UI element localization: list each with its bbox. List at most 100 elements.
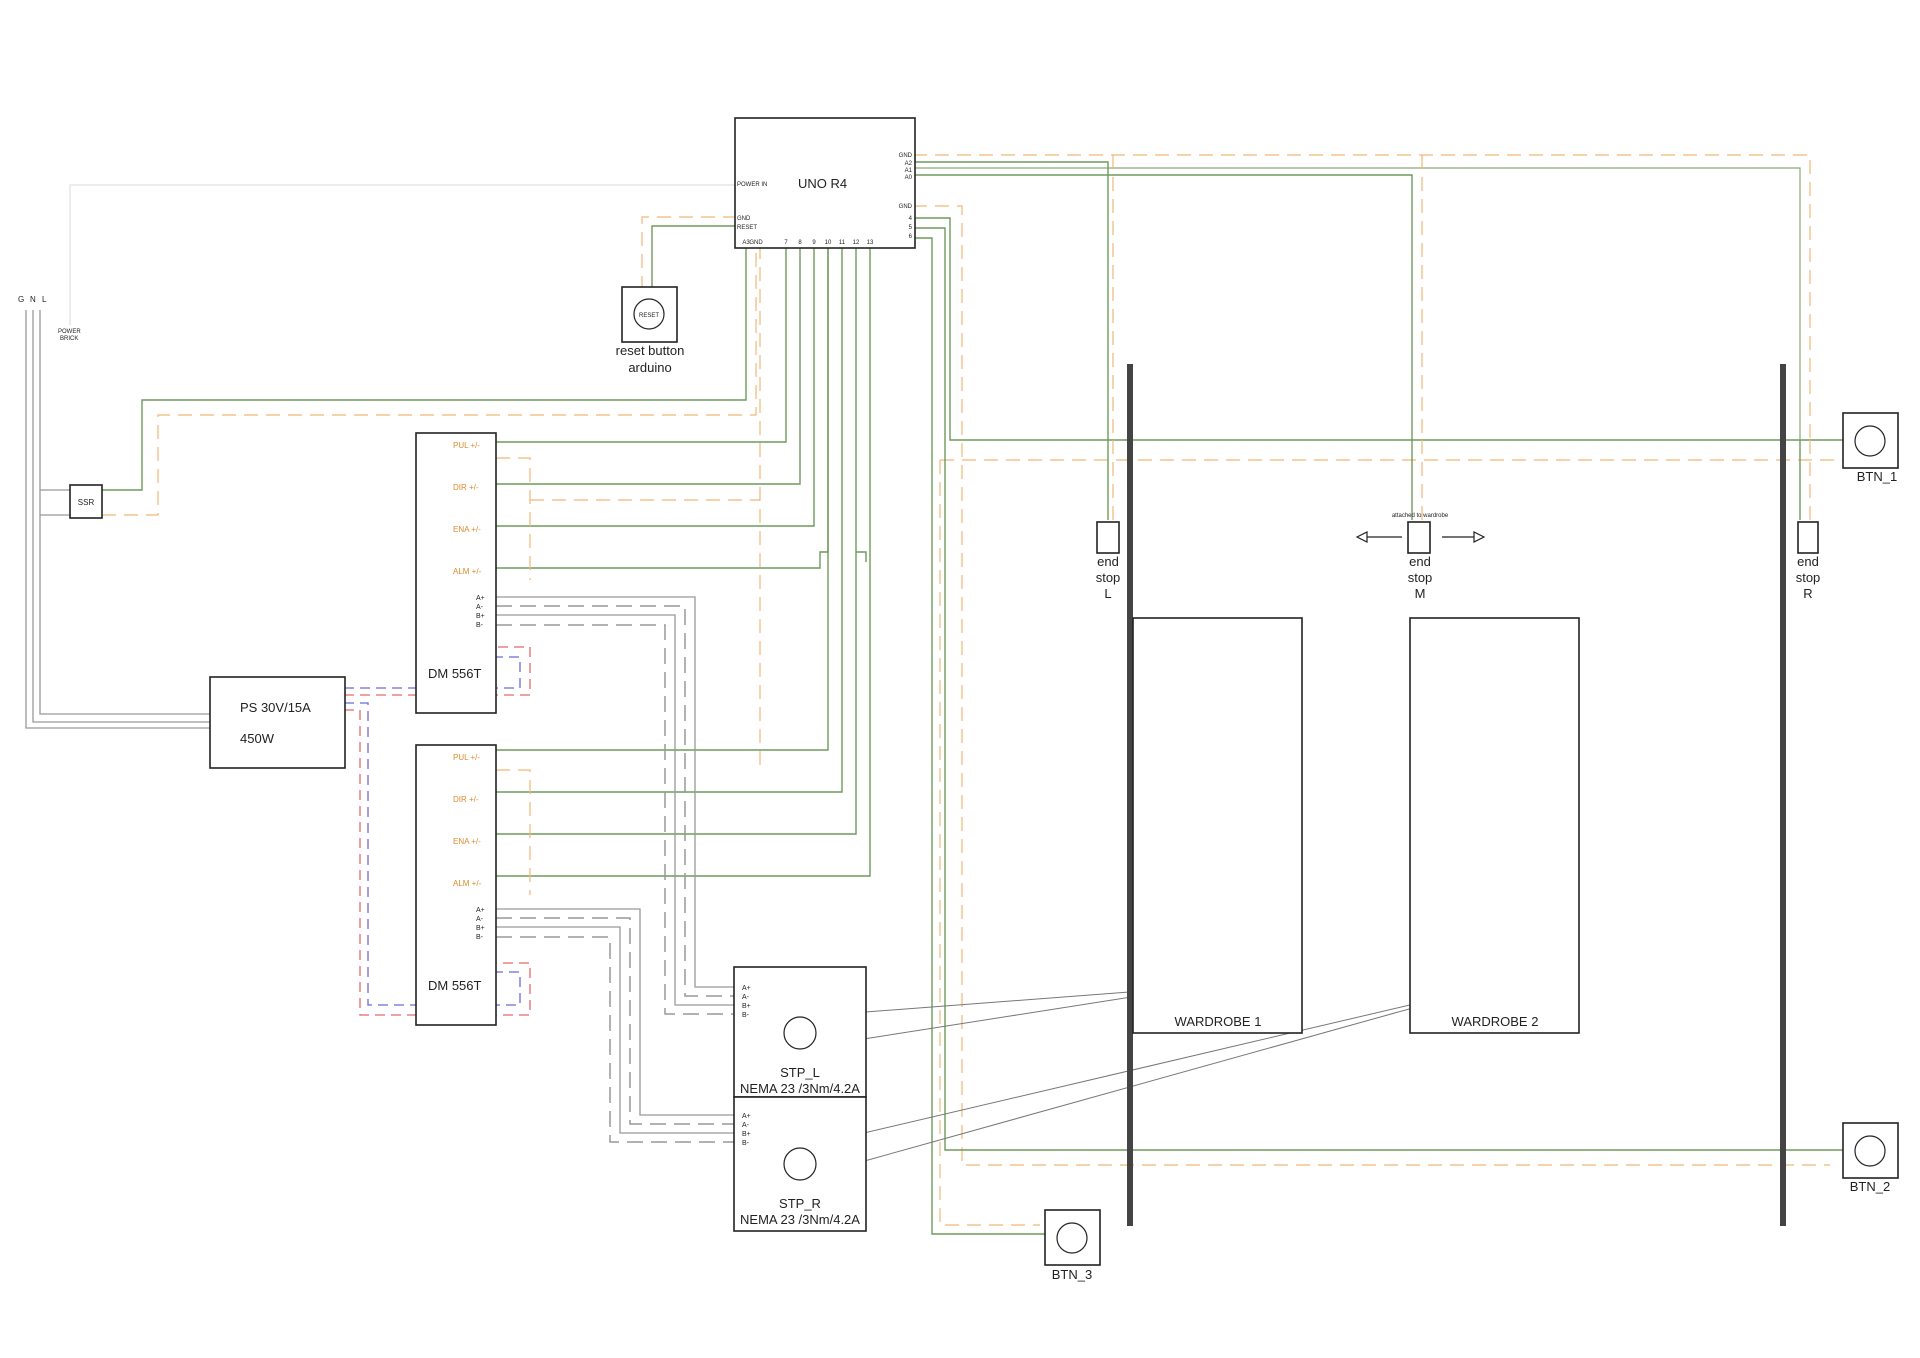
reset-button-inner-label: RESET <box>639 313 659 319</box>
uno-right-pin-2: A1 <box>905 168 913 174</box>
uno-bottom-pin-8: 13 <box>867 240 874 246</box>
reset-button-caption-1: reset button <box>616 343 685 358</box>
end-stop-l-text-1: end <box>1097 554 1119 569</box>
motor-r-name: STP_R <box>779 1196 821 1211</box>
stepper-motor-right: A+ A- B+ B- STP_R NEMA 23 /3Nm/4.2A <box>733 1096 867 1232</box>
uno-reset-pin: RESET <box>737 225 757 231</box>
uno-bottom-pin-4: 9 <box>812 240 816 246</box>
button-2-label: BTN_2 <box>1850 1179 1890 1194</box>
uno-bottom-pin-7: 12 <box>853 240 860 246</box>
driver-1-coil-a-plus: A+ <box>476 595 485 602</box>
driver-2-name: DM 556T <box>428 978 482 993</box>
mains-g-label: G <box>18 295 24 304</box>
button-2: BTN_2 <box>1842 1122 1899 1194</box>
driver-2-coil-a-plus: A+ <box>476 907 485 914</box>
end-stop-left: end stop L <box>1096 521 1121 601</box>
motor-r-pulley <box>783 1147 817 1181</box>
uno-bottom-pin-6: 11 <box>839 240 846 246</box>
button-1-cap <box>1854 425 1886 457</box>
motor-r-pin-b-plus: B+ <box>742 1131 751 1138</box>
button-1: BTN_1 <box>1842 412 1899 484</box>
driver-2-alm-pin: ALM +/- <box>453 879 482 888</box>
uno-right-pin-4: GND <box>899 204 913 210</box>
driver-2-dir-pin: DIR +/- <box>453 795 479 804</box>
wardrobe-2-label: WARDROBE 2 <box>1452 1014 1539 1029</box>
motor-r-pin-a-plus: A+ <box>742 1113 751 1120</box>
end-stop-r-text-2: stop <box>1796 570 1821 585</box>
arrow-left-icon <box>1355 531 1368 543</box>
power-brick-label-2: BRICK <box>60 336 78 342</box>
end-stop-m-text-1: end <box>1409 554 1431 569</box>
psu-line-2: 450W <box>240 731 275 746</box>
motor-l-name: STP_L <box>780 1065 820 1080</box>
motor-l-spec: NEMA 23 /3Nm/4.2A <box>740 1081 860 1096</box>
driver-1-dir-pin: DIR +/- <box>453 483 479 492</box>
end-stop-m-text-3: M <box>1415 586 1426 601</box>
power-brick-label-1: POWER <box>58 329 81 335</box>
arrow-right-icon <box>1473 531 1486 543</box>
uno-right-pin-1: A2 <box>905 161 913 167</box>
driver-2-coil-b-plus: B+ <box>476 925 485 932</box>
mains-terminals: G N L POWER BRICK <box>18 295 81 342</box>
stepper-motor-left: A+ A- B+ B- STP_L NEMA 23 /3Nm/4.2A <box>733 966 867 1098</box>
stepper-driver-1: PUL +/- DIR +/- ENA +/- ALM +/- A+ A- B+… <box>415 432 497 714</box>
driver-1-coil-a-minus: A- <box>476 604 484 611</box>
button-3: BTN_3 <box>1044 1209 1101 1282</box>
driver-1-name: DM 556T <box>428 666 482 681</box>
psu-line-1: PS 30V/15A <box>240 700 311 715</box>
uno-right-pin-5: 4 <box>909 216 913 222</box>
motor-r-pin-a-minus: A- <box>742 1122 750 1129</box>
mains-n-label: N <box>30 295 36 304</box>
uno-right-pin-6: 5 <box>909 225 913 231</box>
uno-bottom-pin-0: A3 <box>742 240 750 246</box>
end-stop-l-text-3: L <box>1104 586 1111 601</box>
wires <box>25 154 1895 1235</box>
ssr-label: SSR <box>78 498 95 507</box>
wardrobe-1: WARDROBE 1 <box>1132 617 1303 1034</box>
driver-1-alm-pin: ALM +/- <box>453 567 482 576</box>
mains-l-label: L <box>42 295 47 304</box>
driver-1-coil-b-minus: B- <box>476 622 484 629</box>
uno-bottom-pin-2: 7 <box>784 240 788 246</box>
motor-l-pulley <box>783 1016 817 1050</box>
driver-1-pul-pin: PUL +/- <box>453 441 480 450</box>
button-3-label: BTN_3 <box>1052 1267 1092 1282</box>
button-2-cap <box>1854 1135 1886 1167</box>
uno-right-pin-3: A0 <box>905 175 913 181</box>
motor-r-spec: NEMA 23 /3Nm/4.2A <box>740 1212 860 1227</box>
uno-title: UNO R4 <box>798 176 847 191</box>
end-stop-r-text-3: R <box>1803 586 1812 601</box>
reset-button-arduino: RESET reset button arduino <box>616 286 685 375</box>
motor-l-pin-a-plus: A+ <box>742 985 751 992</box>
end-stop-l-text-2: stop <box>1096 570 1121 585</box>
end-stop-r-text-1: end <box>1797 554 1819 569</box>
uno-gnd-pin: GND <box>737 216 751 222</box>
uno-right-pin-7: 6 <box>909 234 913 240</box>
uno-bottom-pin-3: 8 <box>798 240 802 246</box>
uno-power-in-pin: POWER IN <box>737 182 767 188</box>
button-3-cap <box>1056 1222 1088 1254</box>
power-supply: PS 30V/15A 450W <box>209 676 346 769</box>
wardrobe-2: WARDROBE 2 <box>1409 617 1580 1034</box>
driver-1-coil-b-plus: B+ <box>476 613 485 620</box>
motor-r-pin-b-minus: B- <box>742 1140 750 1147</box>
driver-2-coil-b-minus: B- <box>476 934 484 941</box>
driver-1-ena-pin: ENA +/- <box>453 525 481 534</box>
end-stop-right: end stop R <box>1796 521 1821 601</box>
wardrobe-1-label: WARDROBE 1 <box>1175 1014 1262 1029</box>
driver-2-coil-a-minus: A- <box>476 916 484 923</box>
driver-2-ena-pin: ENA +/- <box>453 837 481 846</box>
attached-note: attached to wardrobe <box>1392 513 1449 519</box>
uno-bottom-pin-1: GND <box>749 240 763 246</box>
button-1-label: BTN_1 <box>1857 469 1897 484</box>
end-stop-middle: attached to wardrobe end stop M <box>1355 513 1486 601</box>
uno-bottom-pin-5: 10 <box>825 240 832 246</box>
motor-l-pin-b-minus: B- <box>742 1012 750 1019</box>
reset-button-caption-2: arduino <box>628 360 671 375</box>
ssr: SSR <box>69 484 103 519</box>
motor-l-pin-a-minus: A- <box>742 994 750 1001</box>
